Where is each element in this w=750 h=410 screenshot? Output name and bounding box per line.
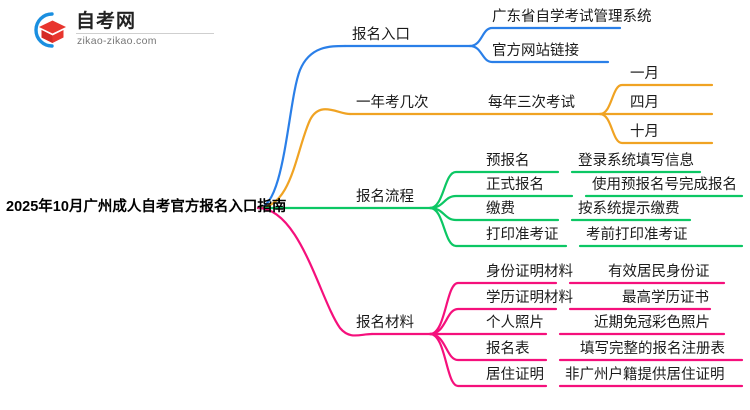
node-three-exams-per-year[interactable]: 每年三次考试 [488, 95, 575, 115]
graduation-cap-icon [28, 10, 70, 50]
detail-node-id-proof[interactable]: 有效居民身份证 [608, 264, 710, 284]
logo-title: 自考网 [76, 11, 137, 32]
leaf-node-guangdong-system[interactable]: 广东省自学考试管理系统 [492, 9, 652, 29]
root-label: 2025年10月广州成人自考官方报名入口指南 [6, 199, 287, 215]
logo-divider [76, 33, 214, 34]
leaf-label: 正式报名 [486, 177, 544, 193]
detail-node-pre-registration[interactable]: 登录系统填写信息 [578, 153, 694, 173]
leaf-node-official-site-link[interactable]: 官方网站链接 [492, 43, 579, 63]
detail-node-print-admission-ticket[interactable]: 考前打印准考证 [586, 227, 688, 247]
leaf-label: 四月 [630, 95, 659, 111]
detail-node-formal-registration[interactable]: 使用预报名号完成报名 [592, 177, 737, 197]
leaf-node-residence-proof[interactable]: 居住证明 [486, 367, 544, 387]
branch-node-baomingrukou[interactable]: 报名入口 [352, 27, 410, 47]
detail-node-payment[interactable]: 按系统提示缴费 [578, 201, 680, 221]
detail-label: 考前打印准考证 [586, 227, 688, 243]
leaf-node-pre-registration[interactable]: 预报名 [486, 153, 530, 173]
leaf-label: 身份证明材料 [486, 264, 573, 280]
leaf-node-application-form[interactable]: 报名表 [486, 341, 530, 361]
branch-label: 报名入口 [352, 27, 410, 43]
leaf-label: 每年三次考试 [488, 95, 575, 111]
logo-domain: zikao-zikao.com [77, 35, 157, 47]
detail-label: 非广州户籍提供居住证明 [565, 367, 725, 383]
branch-node-exam-frequency[interactable]: 一年考几次 [356, 95, 429, 115]
branch-node-registration-process[interactable]: 报名流程 [356, 189, 414, 209]
detail-node-personal-photo[interactable]: 近期免冠彩色照片 [594, 315, 710, 335]
leaf-label: 广东省自学考试管理系统 [492, 9, 652, 25]
leaf-label: 居住证明 [486, 367, 544, 383]
detail-label: 最高学历证书 [622, 290, 709, 306]
branch-label: 报名流程 [356, 189, 414, 205]
leaf-label: 预报名 [486, 153, 530, 169]
leaf-node-payment[interactable]: 缴费 [486, 201, 515, 221]
detail-label: 按系统提示缴费 [578, 201, 680, 217]
detail-label: 使用预报名号完成报名 [592, 177, 737, 193]
leaf-node-formal-registration[interactable]: 正式报名 [486, 177, 544, 197]
detail-label: 登录系统填写信息 [578, 153, 694, 169]
leaf-node-personal-photo[interactable]: 个人照片 [486, 315, 544, 335]
leaf-label: 报名表 [486, 341, 530, 357]
leaf-label: 学历证明材料 [486, 290, 573, 306]
leaf-label: 缴费 [486, 201, 515, 217]
detail-label: 近期免冠彩色照片 [594, 315, 710, 331]
leaf-label: 一月 [630, 66, 659, 82]
detail-node-education-proof[interactable]: 最高学历证书 [622, 290, 709, 310]
leaf-node-id-proof[interactable]: 身份证明材料 [486, 264, 573, 284]
leaf-label: 十月 [630, 124, 659, 140]
site-logo: 自考网 zikao-zikao.com [28, 8, 218, 52]
leaf-label: 个人照片 [486, 315, 544, 331]
leaf-label: 官方网站链接 [492, 43, 579, 59]
leaf-node-january[interactable]: 一月 [630, 66, 659, 86]
detail-label: 有效居民身份证 [608, 264, 710, 280]
leaf-node-october[interactable]: 十月 [630, 124, 659, 144]
detail-node-application-form[interactable]: 填写完整的报名注册表 [580, 341, 725, 361]
detail-node-residence-proof[interactable]: 非广州户籍提供居住证明 [565, 367, 725, 387]
leaf-node-print-admission-ticket[interactable]: 打印准考证 [486, 227, 559, 247]
mindmap-root-node[interactable]: 2025年10月广州成人自考官方报名入口指南 [6, 199, 286, 219]
branch-label: 报名材料 [356, 315, 414, 331]
branch-label: 一年考几次 [356, 95, 429, 111]
detail-label: 填写完整的报名注册表 [580, 341, 725, 357]
branch-node-required-materials[interactable]: 报名材料 [356, 315, 414, 335]
leaf-label: 打印准考证 [486, 227, 559, 243]
leaf-node-education-proof[interactable]: 学历证明材料 [486, 290, 573, 310]
leaf-node-april[interactable]: 四月 [630, 95, 659, 115]
